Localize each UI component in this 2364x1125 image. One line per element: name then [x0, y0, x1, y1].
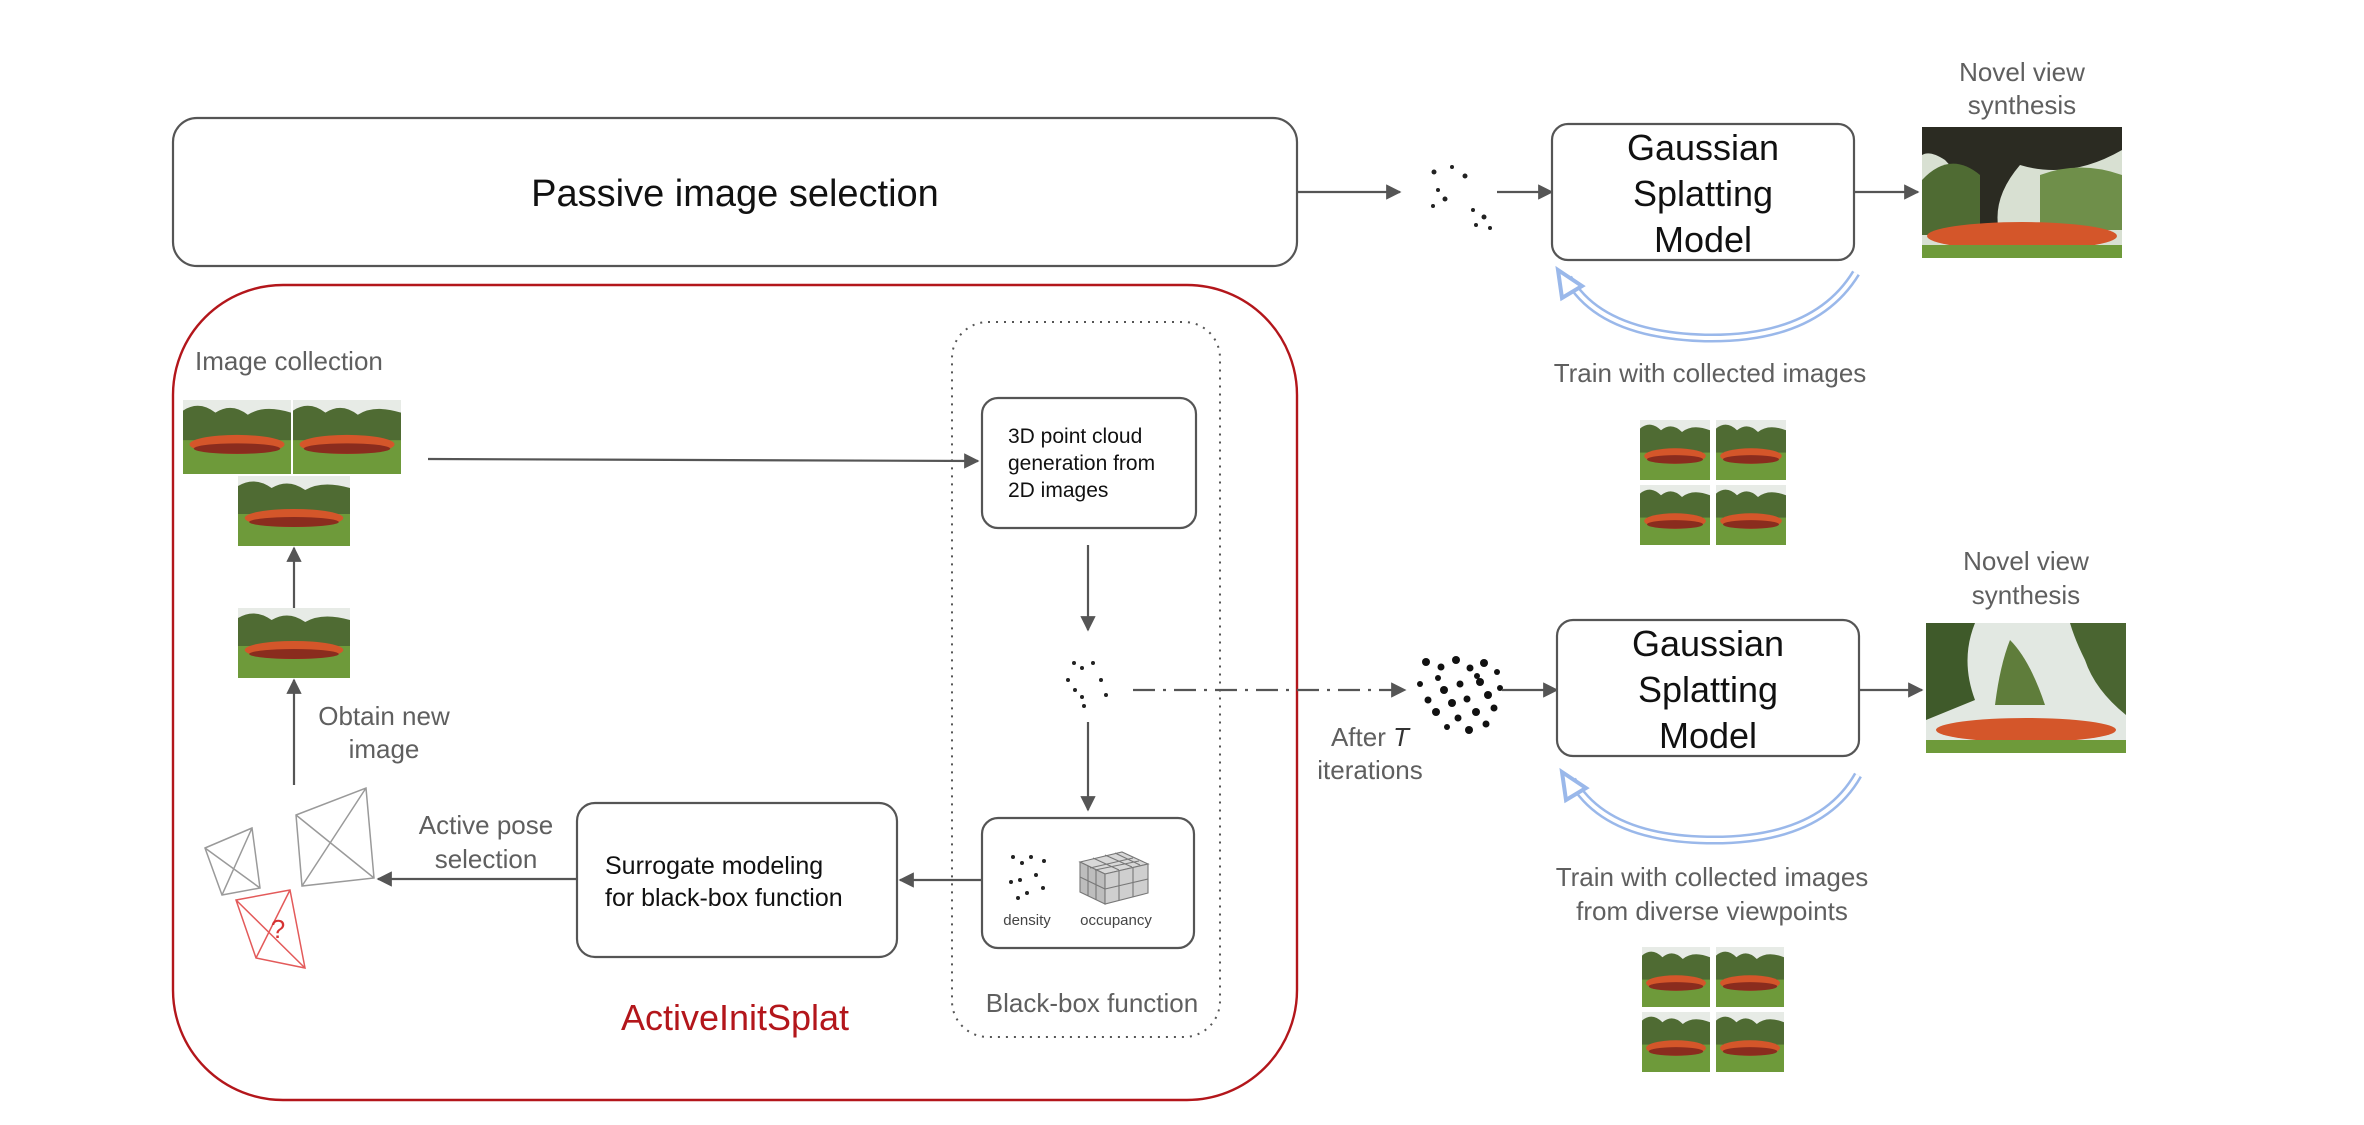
- top-train-label: Train with collected images: [1554, 358, 1867, 388]
- bottom-train-line1: Train with collected images: [1556, 862, 1869, 892]
- top-novel-view-image: [1922, 127, 2122, 258]
- passive-selection-label: Passive image selection: [531, 173, 939, 215]
- bottom-model-line2: Splatting: [1638, 669, 1778, 710]
- image-collection-images: [183, 400, 401, 546]
- new-image: [238, 608, 350, 678]
- obtain-line1: Obtain new: [318, 701, 450, 731]
- bottom-train-line2: from diverse viewpoints: [1576, 896, 1848, 926]
- top-training-loop-arrow: [1564, 270, 1860, 343]
- black-box-region: [951, 321, 1221, 1038]
- pc-gen-line2: generation from: [1008, 452, 1155, 475]
- bottom-training-loop-arrow: [1568, 772, 1862, 845]
- top-model-line1: Gaussian: [1627, 127, 1779, 168]
- occupancy-grid: [1078, 851, 1150, 905]
- bottom-novel-view-image: [1926, 623, 2126, 753]
- image-collection-label: Image collection: [195, 346, 383, 376]
- top-output-line1: Novel view: [1959, 57, 2085, 87]
- density-label: density: [1003, 912, 1051, 929]
- arrow-collection-to-pointcloud: [427, 453, 980, 469]
- bottom-output-line1: Novel view: [1963, 546, 2089, 576]
- top-loop-arrowhead: [1555, 265, 1586, 302]
- camera-poses: [204, 786, 375, 896]
- top-train-images: [1640, 420, 1786, 545]
- surrogate-line2: for black-box function: [605, 884, 843, 912]
- top-model-line2: Splatting: [1633, 173, 1773, 214]
- top-training-loop-inner: [1566, 271, 1858, 341]
- active-init-splat-label: ActiveInitSplat: [621, 997, 849, 1038]
- pc-gen-line3: 2D images: [1008, 479, 1108, 502]
- top-output-line2: synthesis: [1968, 90, 2076, 120]
- pointcloud-gen-box: [980, 396, 1198, 530]
- occupancy-label: occupancy: [1080, 912, 1152, 929]
- pc-gen-line1: 3D point cloud: [1008, 425, 1142, 448]
- density-points: [1009, 855, 1046, 900]
- bottom-loop-arrowhead: [1559, 767, 1590, 804]
- bottom-model-line3: Model: [1659, 715, 1757, 756]
- after-iterations-line1: After T: [1331, 722, 1411, 752]
- obtain-line2: image: [349, 734, 420, 764]
- bottom-train-images: [1642, 947, 1784, 1072]
- active-init-splat-region: [171, 283, 1299, 1102]
- after-iterations-line2: iterations: [1317, 755, 1423, 785]
- bottom-training-loop-inner: [1570, 774, 1860, 843]
- surrogate-box: [575, 801, 899, 959]
- candidate-camera-pose: [235, 889, 306, 969]
- black-box-label: Black-box function: [986, 988, 1198, 1018]
- bottom-model-line1: Gaussian: [1632, 623, 1784, 664]
- sparse-point-cloud-top: [1431, 165, 1492, 230]
- top-model-line3: Model: [1654, 219, 1752, 260]
- dense-point-cloud: [1417, 656, 1503, 734]
- candidate-question-mark: ?: [271, 914, 285, 944]
- bottom-output-line2: synthesis: [1972, 580, 2080, 610]
- active-pose-line1: Active pose: [419, 810, 553, 840]
- bottom-gaussian-model-box: [1555, 618, 1861, 758]
- active-pose-line2: selection: [435, 844, 538, 874]
- surrogate-line1: Surrogate modeling: [605, 852, 823, 880]
- sparse-point-cloud-mid: [1066, 661, 1108, 708]
